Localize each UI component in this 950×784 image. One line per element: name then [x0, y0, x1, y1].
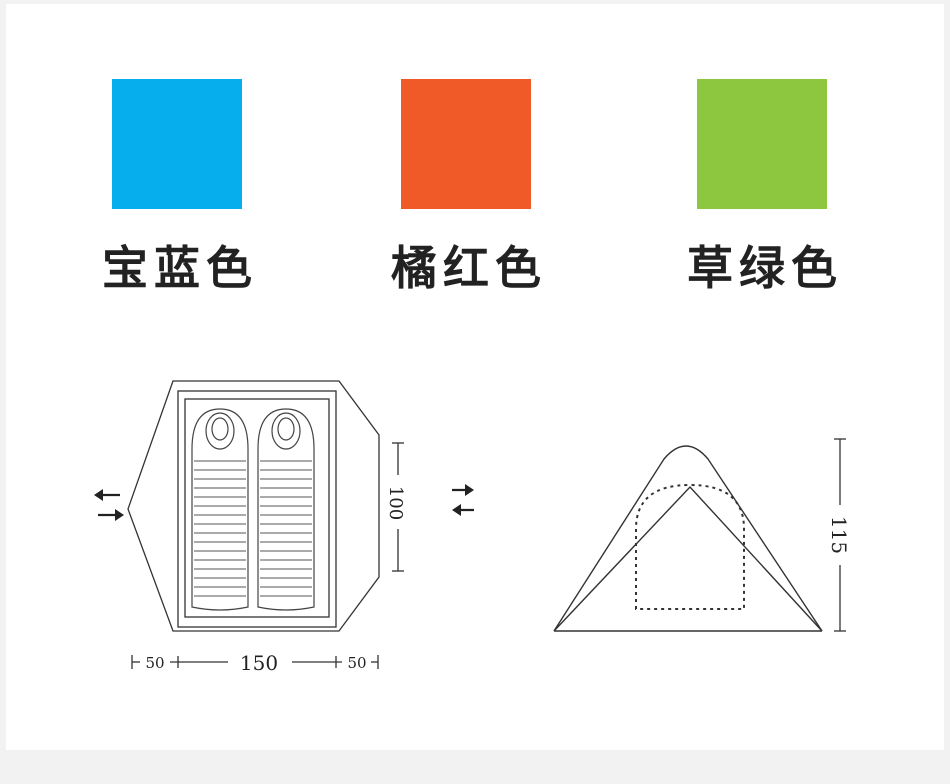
inner-floor — [184, 398, 330, 618]
sleeping-bag-left — [191, 408, 249, 611]
label-royal-blue: 宝蓝色 — [102, 241, 258, 295]
swatch-orange-red — [401, 79, 531, 209]
floor-plan: 210 100 50 150 50 — [94, 380, 406, 675]
sleeping-bag-stripes — [194, 460, 312, 597]
swatch-grass-green — [697, 79, 827, 209]
dim-width-line — [131, 655, 379, 669]
tent-outline — [127, 380, 380, 632]
inner-ridge — [553, 485, 823, 632]
dim-width: 150 — [240, 651, 278, 675]
side-elevation: 115 — [553, 438, 851, 632]
dim-inner-side-line — [392, 442, 404, 572]
product-diagram: 宝蓝色 橘红色 草绿色 — [6, 4, 944, 750]
dim-vestibule-right: 50 — [347, 654, 366, 672]
dim-height: 115 — [827, 516, 851, 554]
inner-room — [177, 390, 337, 628]
label-grass-green: 草绿色 — [687, 241, 843, 295]
dim-height-line — [834, 438, 846, 632]
dim-vestibule-left: 50 — [145, 654, 164, 672]
sleeping-bag-right — [257, 408, 315, 611]
dim-inner-side: 100 — [385, 486, 406, 520]
label-orange-red: 橘红色 — [391, 241, 547, 295]
door-arrows-right-extra — [452, 484, 474, 516]
swatch-royal-blue — [112, 79, 242, 209]
door-outline — [635, 483, 745, 610]
sleeping-bags — [191, 408, 315, 611]
fly-arch — [553, 445, 823, 632]
door-arrows-left — [94, 489, 124, 521]
